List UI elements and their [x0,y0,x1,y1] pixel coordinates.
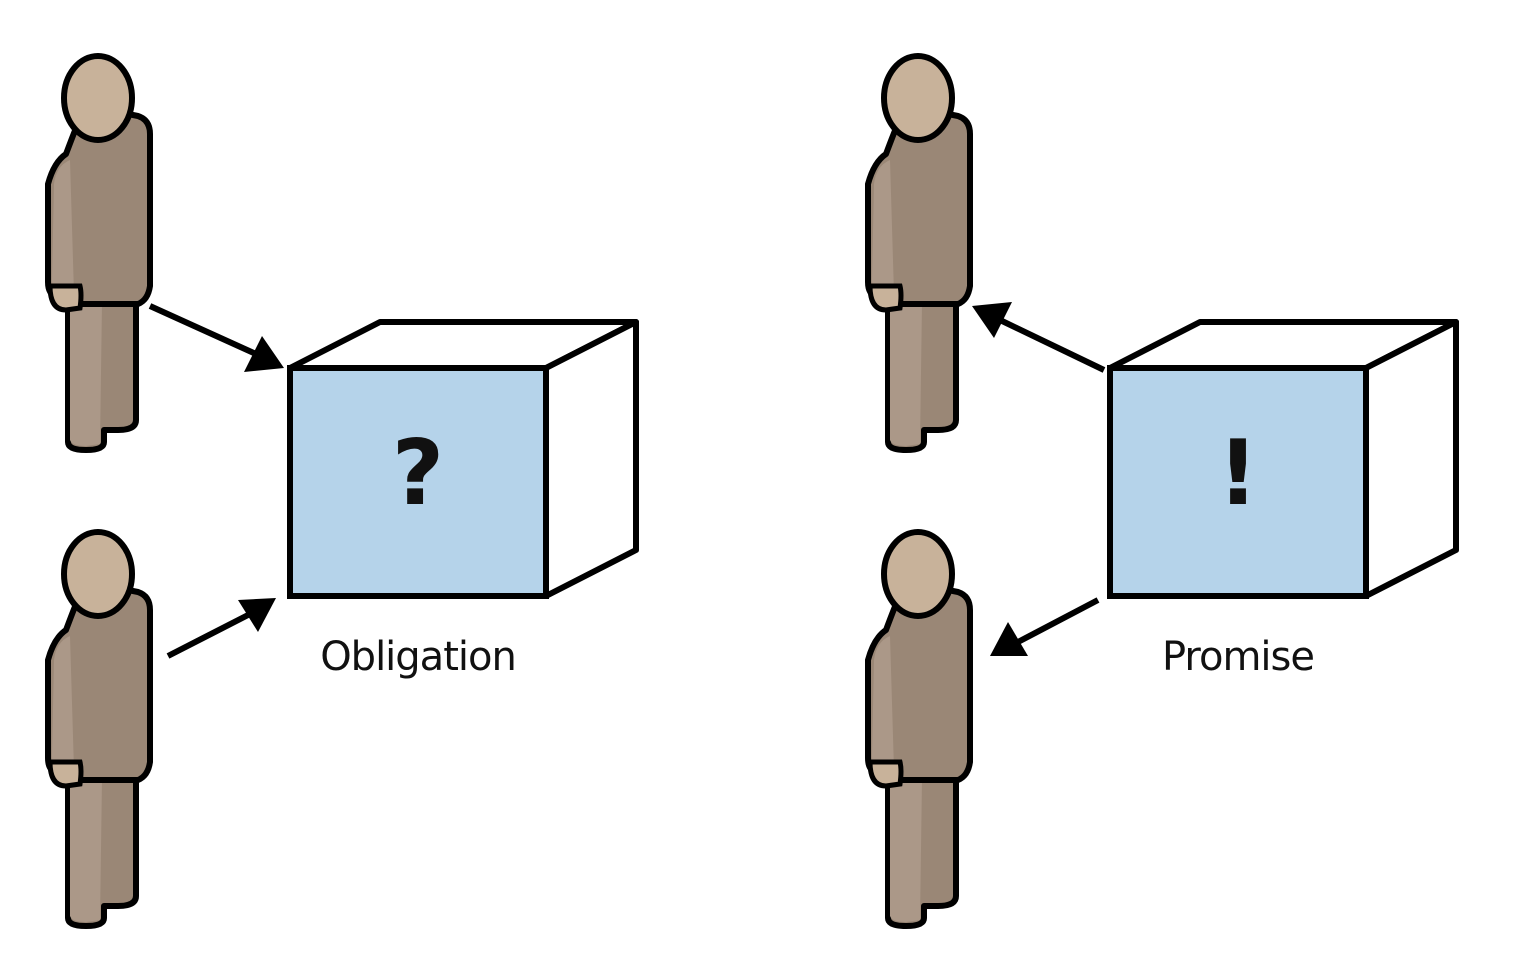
person-icon [868,532,970,926]
person-icon [48,56,150,450]
obligation-caption: Obligation [320,634,516,680]
arrow-icon [990,597,1100,656]
promise-panel: ! Promise [868,56,1459,926]
promise-caption: Promise [1162,634,1314,680]
person-icon [868,56,970,450]
box-symbol: ! [1217,421,1258,526]
arrow-icon [148,303,284,372]
arrow-icon [972,302,1106,373]
obligation-panel: ? Obligation [48,56,639,926]
box-symbol: ? [392,421,444,526]
person-icon [48,532,150,926]
cube-icon [287,319,639,599]
cube-icon [1107,319,1459,599]
arrow-icon [166,598,276,659]
